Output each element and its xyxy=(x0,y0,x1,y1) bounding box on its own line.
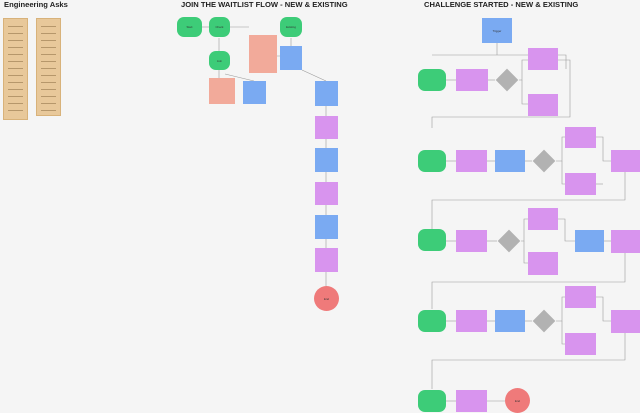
waitlist-step-node[interactable] xyxy=(315,215,338,239)
challenge-step-node[interactable] xyxy=(611,230,640,253)
waitlist-join-node[interactable]: Join xyxy=(209,51,230,70)
challenge-step-node[interactable] xyxy=(565,333,596,355)
waitlist-step-node[interactable] xyxy=(315,148,338,172)
challenge-step-node[interactable] xyxy=(456,150,487,172)
node-label: Start xyxy=(186,25,193,29)
challenge-start-node[interactable] xyxy=(418,390,446,412)
challenge-step-node[interactable] xyxy=(495,150,525,172)
waitlist-step-node[interactable] xyxy=(243,81,266,104)
challenge-step-node[interactable] xyxy=(456,230,487,252)
node-label: End xyxy=(324,296,329,301)
challenge-end-node[interactable]: End xyxy=(505,388,530,413)
waitlist-step-node[interactable] xyxy=(280,46,302,70)
challenge-step-node[interactable] xyxy=(528,208,558,230)
challenge-step-node[interactable] xyxy=(528,252,558,275)
challenge-step-node[interactable] xyxy=(456,69,488,91)
waitlist-flow-title: JOIN THE WAITLIST FLOW - NEW & EXISTING xyxy=(181,0,348,9)
challenge-step-node[interactable] xyxy=(611,150,640,172)
node-label: End xyxy=(515,398,520,403)
node-label: Join xyxy=(216,58,223,63)
waitlist-end-node[interactable]: End xyxy=(314,286,339,311)
challenge-start-node[interactable] xyxy=(418,150,446,172)
challenge-step-node[interactable] xyxy=(456,310,487,332)
challenge-start-node[interactable] xyxy=(418,229,446,251)
challenge-step-node[interactable] xyxy=(528,48,558,70)
challenge-trigger-node[interactable]: Trigger xyxy=(482,18,512,43)
challenge-step-node[interactable] xyxy=(456,390,487,412)
node-label: Trigger xyxy=(492,28,502,33)
waitlist-note-node[interactable] xyxy=(249,35,277,73)
node-label: Existing xyxy=(286,25,296,29)
waitlist-note-node[interactable] xyxy=(209,78,235,104)
engineering-asks-title: Engineering Asks xyxy=(4,0,68,9)
challenge-step-node[interactable] xyxy=(575,230,604,252)
sticky-note[interactable] xyxy=(36,18,61,116)
challenge-step-node[interactable] xyxy=(565,286,596,308)
challenge-step-node[interactable] xyxy=(528,94,558,116)
challenge-started-title: CHALLENGE STARTED - NEW & EXISTING xyxy=(424,0,579,9)
waitlist-step-node[interactable] xyxy=(315,248,338,272)
challenge-step-node[interactable] xyxy=(565,173,596,195)
challenge-step-node[interactable] xyxy=(565,127,596,148)
waitlist-existing-node[interactable]: Existing xyxy=(280,17,302,37)
challenge-step-node[interactable] xyxy=(495,310,525,332)
waitlist-step-node[interactable] xyxy=(315,182,338,205)
challenge-step-node[interactable] xyxy=(611,310,640,333)
waitlist-step-node[interactable] xyxy=(315,81,338,106)
challenge-start-node[interactable] xyxy=(418,310,446,332)
waitlist-start-node[interactable]: Start xyxy=(177,17,202,37)
sticky-note[interactable] xyxy=(3,18,28,120)
challenge-start-node[interactable] xyxy=(418,69,446,91)
node-label: Check xyxy=(215,25,224,29)
waitlist-step-node[interactable] xyxy=(315,116,338,139)
waitlist-check-node[interactable]: Check xyxy=(209,17,230,37)
